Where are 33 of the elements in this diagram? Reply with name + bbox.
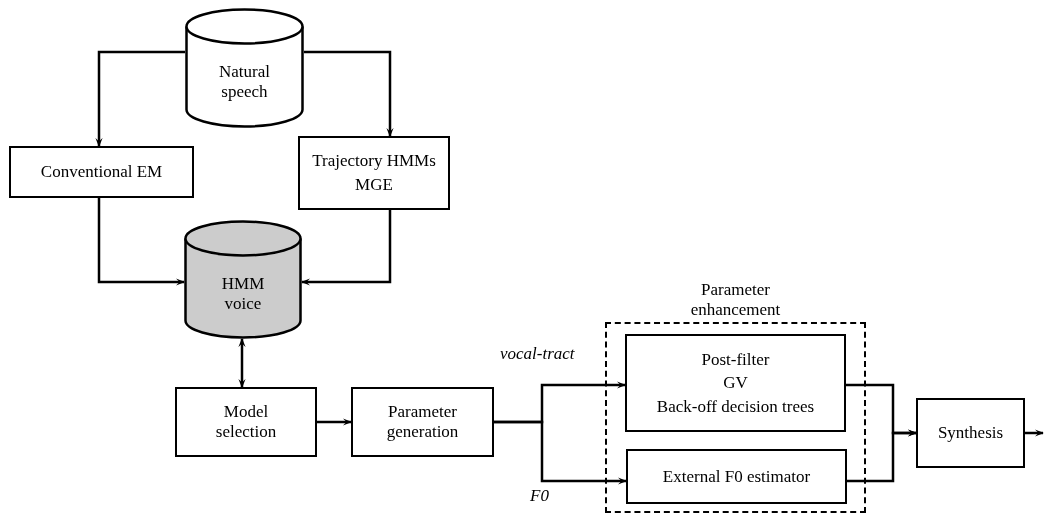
process-box	[916, 398, 1025, 468]
arrow	[494, 420, 627, 485]
process-box	[351, 387, 494, 457]
node-label: Trajectory HMMs	[312, 151, 436, 171]
node-label: Model selection	[214, 402, 278, 442]
node-label: Synthesis	[937, 423, 1004, 443]
arrow	[304, 50, 394, 137]
node-label: External F0 estimator	[662, 466, 811, 487]
database-cylinder	[184, 220, 302, 339]
node-label: Natural speech	[218, 62, 271, 102]
process-box	[9, 146, 194, 198]
database-cylinder	[185, 8, 304, 128]
node-label: MGE	[355, 175, 393, 195]
process-box	[625, 334, 846, 432]
node-label: Conventional EM	[40, 162, 163, 182]
node-label: Back-off decision trees	[656, 396, 815, 417]
arrow	[95, 50, 185, 147]
arrow	[1025, 429, 1044, 437]
node-label: HMM voice	[220, 273, 266, 314]
arrow	[97, 198, 185, 286]
process-box	[175, 387, 317, 457]
arrow	[301, 210, 392, 286]
arrow	[317, 418, 352, 426]
node-label: Post-filter	[701, 349, 770, 370]
edge-label: F0	[530, 486, 549, 506]
process-box	[298, 136, 450, 210]
group-heading: Parameter enhancement	[689, 280, 782, 320]
arrow	[238, 338, 246, 388]
edge-label: vocal-tract	[500, 344, 575, 364]
process-box	[626, 449, 847, 504]
node-label: GV	[723, 373, 748, 393]
node-label: Parameter generation	[385, 402, 460, 442]
arrow	[847, 429, 917, 483]
